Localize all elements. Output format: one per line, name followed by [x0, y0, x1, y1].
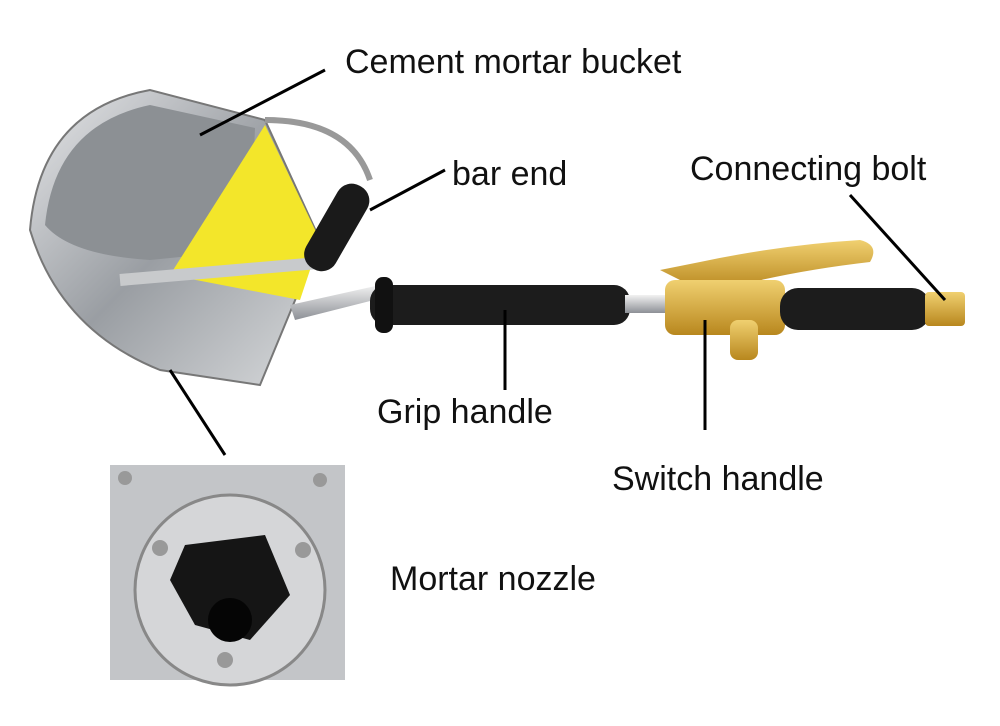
label-mortar-nozzle: Mortar nozzle — [390, 560, 596, 598]
label-connecting-bolt: Connecting bolt — [690, 150, 927, 188]
leader-lines — [168, 68, 947, 456]
connecting-rod — [290, 285, 382, 320]
nozzle-inset — [110, 465, 345, 687]
switch — [660, 240, 965, 360]
grip — [370, 285, 630, 325]
label-bar-end: bar end — [452, 155, 568, 193]
label-cement-mortar-bucket: Cement mortar bucket — [345, 43, 682, 81]
bar-end — [304, 183, 370, 272]
warning-label — [170, 125, 320, 300]
connecting-bolt — [925, 292, 965, 326]
label-grip-handle: Grip handle — [377, 393, 553, 431]
label-switch-handle: Switch handle — [612, 460, 824, 498]
bucket — [28, 88, 373, 387]
